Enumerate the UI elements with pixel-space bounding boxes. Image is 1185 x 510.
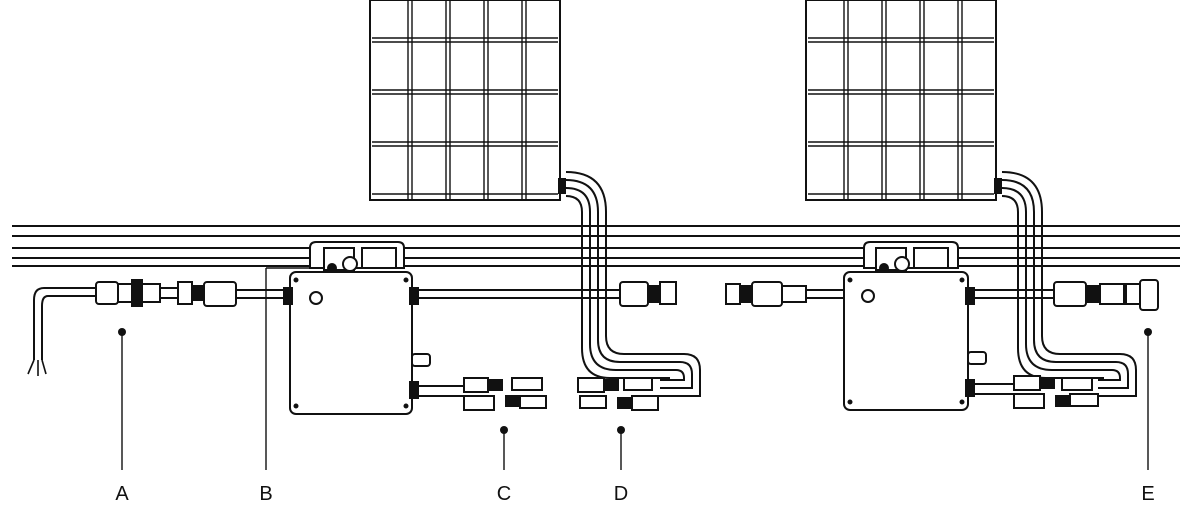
- mounting-rail: [12, 225, 1180, 267]
- ac-trunk-cable: [33, 287, 1054, 360]
- microinverter-2: [843, 241, 987, 411]
- ac-connector-end: [95, 279, 161, 307]
- panel-1-dc-cables: [565, 171, 701, 397]
- solar-panel-2: [805, 0, 1002, 201]
- callout-label-d: D: [614, 483, 628, 505]
- cable-end-wires: [27, 359, 47, 376]
- callout-label-b: B: [259, 483, 272, 505]
- ac-connector-out-1: [619, 281, 677, 307]
- ac-connector-female: [177, 281, 237, 307]
- dc-connectors-2: [974, 375, 1099, 409]
- callout-dots: [118, 328, 1152, 434]
- solar-panel-1: [369, 0, 566, 201]
- callout-label-e: E: [1141, 483, 1154, 505]
- callout-leaders: [121, 267, 1149, 470]
- ac-connector-in-2: [725, 281, 807, 307]
- microinverter-1: [283, 241, 431, 415]
- ac-connector-out-2: [1053, 281, 1125, 307]
- callout-label-c: C: [497, 483, 511, 505]
- dc-connectors-1: [418, 377, 659, 411]
- end-cap: [1125, 279, 1159, 311]
- callout-label-a: A: [115, 483, 129, 505]
